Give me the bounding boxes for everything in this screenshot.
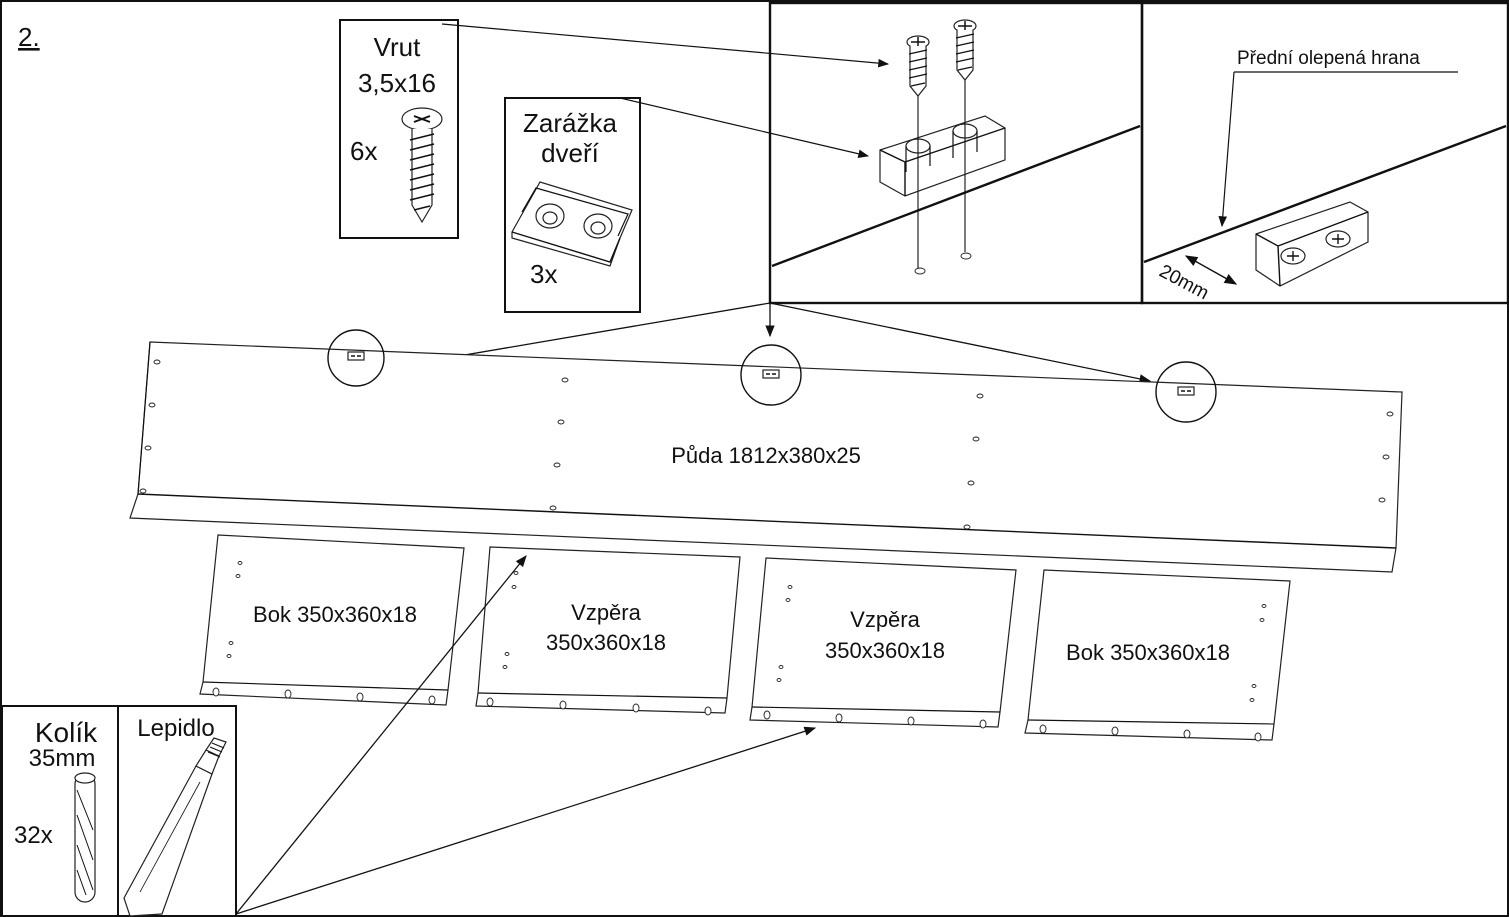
dowel-icon: [74, 772, 96, 903]
screw-detail-1: [906, 35, 930, 275]
brace-panel-1-label: Vzpěra: [571, 600, 641, 625]
top-board: Půda 1812x380x25: [129, 329, 1403, 573]
screw-quantity: 6x: [350, 136, 377, 166]
step-number: 2.: [18, 22, 40, 52]
detail-panel-edge: Přední olepená hrana 20mm: [1140, 1, 1509, 304]
stop-marker-left: [327, 329, 385, 387]
screw-name: Vrut: [374, 32, 421, 62]
top-board-label: Půda 1812x380x25: [671, 443, 861, 468]
screw-parts-box: Vrut 3,5x16 6x: [339, 19, 459, 239]
door-stop-pointer: [619, 97, 870, 158]
glue-label: Lepidlo: [137, 715, 214, 742]
glue-tube-icon: [123, 737, 227, 917]
side-panel-right-label: Bok 350x360x18: [1066, 640, 1230, 665]
stop-marker-center: [740, 344, 802, 406]
screw-detail-2: [953, 19, 977, 260]
stop-marker-right: [1155, 361, 1217, 423]
brace-panel-2: Vzpěra 350x360x18: [749, 557, 1017, 729]
brace-panel-2-label: Vzpěra: [850, 607, 920, 632]
dowel-quantity: 32x: [14, 822, 53, 849]
glue-parts-box: Lepidlo: [117, 705, 237, 917]
detail-panel-screws: [768, 1, 1144, 305]
side-panel-left-label: Bok 350x360x18: [253, 602, 417, 627]
screw-icon: [401, 107, 443, 224]
side-panel-right: Bok 350x360x18: [1024, 569, 1291, 742]
distance-label: 20mm: [1156, 261, 1212, 304]
brace-panel-1: Vzpěra 350x360x18: [475, 546, 741, 716]
dowel-parts-box: Kolík 35mm 32x: [1, 705, 119, 917]
top-board-holes: [139, 359, 1394, 530]
mounted-door-stop: [1255, 201, 1369, 287]
arrow-right-position: [769, 302, 1152, 384]
dowel-size: 35mm: [29, 745, 96, 772]
door-stop-name: Zarážka: [523, 108, 617, 138]
front-edge-label: Přední olepená hrana: [1237, 48, 1420, 69]
side-panel-left: Bok 350x360x18: [199, 534, 465, 706]
screw-pointer: [441, 23, 890, 68]
brace-panel-2-size: 350x360x18: [825, 638, 945, 663]
screw-size: 3,5x16: [358, 68, 436, 98]
door-stop-icon: [511, 181, 633, 267]
door-stop-quantity: 3x: [530, 259, 557, 289]
brace-panel-1-size: 350x360x18: [546, 630, 666, 655]
glue-pointer-2: [235, 726, 817, 915]
glue-pointer-1: [235, 555, 527, 915]
dowel-name: Kolík: [35, 717, 98, 748]
door-stop-parts-box: Zarážka dveří 3x: [504, 97, 641, 313]
door-stop-name-2: dveří: [541, 138, 600, 168]
